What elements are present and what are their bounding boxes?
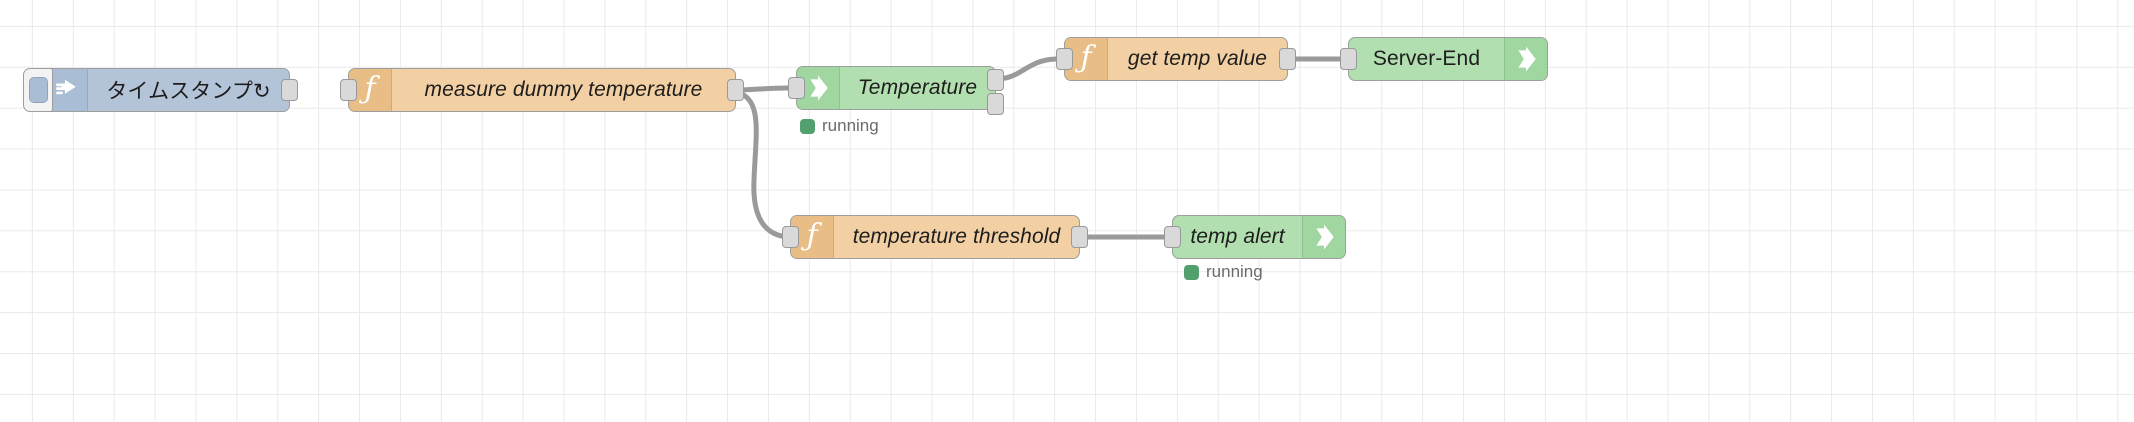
input-port[interactable] — [1056, 48, 1073, 70]
node-label-measure-dummy-temperature: measure dummy temperature — [424, 78, 703, 101]
input-port[interactable] — [788, 77, 805, 99]
status-label: running — [822, 116, 879, 135]
inject-button-glyph — [28, 77, 48, 103]
arrow-right-icon — [1302, 216, 1345, 258]
wire-temperature-to-get-temp — [993, 56, 1059, 82]
status-temperature: running — [800, 116, 879, 136]
output-port[interactable] — [727, 79, 744, 101]
status-dot-icon — [1184, 264, 1199, 280]
node-temp-alert[interactable]: temp alert — [1164, 215, 1346, 259]
node-label-temp-alert: temp alert — [1190, 225, 1285, 248]
output-port[interactable] — [1071, 226, 1088, 248]
output-port-1[interactable] — [987, 69, 1004, 91]
wire-measure-to-threshold — [732, 88, 792, 240]
arrow-right-icon — [1504, 38, 1547, 80]
output-port[interactable] — [1279, 48, 1296, 70]
status-dot-icon — [800, 118, 815, 134]
node-get-temp-value[interactable]: ƒ get temp value — [1056, 37, 1296, 81]
node-label-inject-timestamp: タイムスタンプ↻ — [106, 80, 271, 103]
inject-trigger-button[interactable] — [23, 68, 53, 112]
input-port[interactable] — [782, 226, 799, 248]
node-label-server-end: Server-End — [1372, 47, 1481, 70]
node-label-temperature-threshold: temperature threshold — [852, 225, 1061, 248]
node-temperature[interactable]: Temperature — [788, 66, 1004, 115]
status-label: running — [1206, 262, 1263, 281]
output-port[interactable] — [281, 79, 298, 101]
function-glyph: ƒ — [1080, 40, 1092, 75]
function-glyph: ƒ — [364, 71, 376, 106]
node-label-get-temp-value: get temp value — [1127, 47, 1268, 70]
status-temp-alert: running — [1184, 262, 1263, 282]
node-server-end[interactable]: Server-End — [1340, 37, 1548, 81]
input-port[interactable] — [1164, 226, 1181, 248]
output-port-2[interactable] — [987, 93, 1004, 115]
node-measure-dummy-temperature[interactable]: ƒ measure dummy temperature — [340, 68, 744, 112]
input-port[interactable] — [340, 79, 357, 101]
node-inject-timestamp[interactable]: タイムスタンプ↻ — [23, 68, 298, 112]
function-glyph: ƒ — [806, 218, 818, 253]
node-temperature-threshold[interactable]: ƒ temperature threshold — [782, 215, 1088, 259]
node-label-temperature: Temperature — [857, 76, 978, 99]
input-port[interactable] — [1340, 48, 1357, 70]
